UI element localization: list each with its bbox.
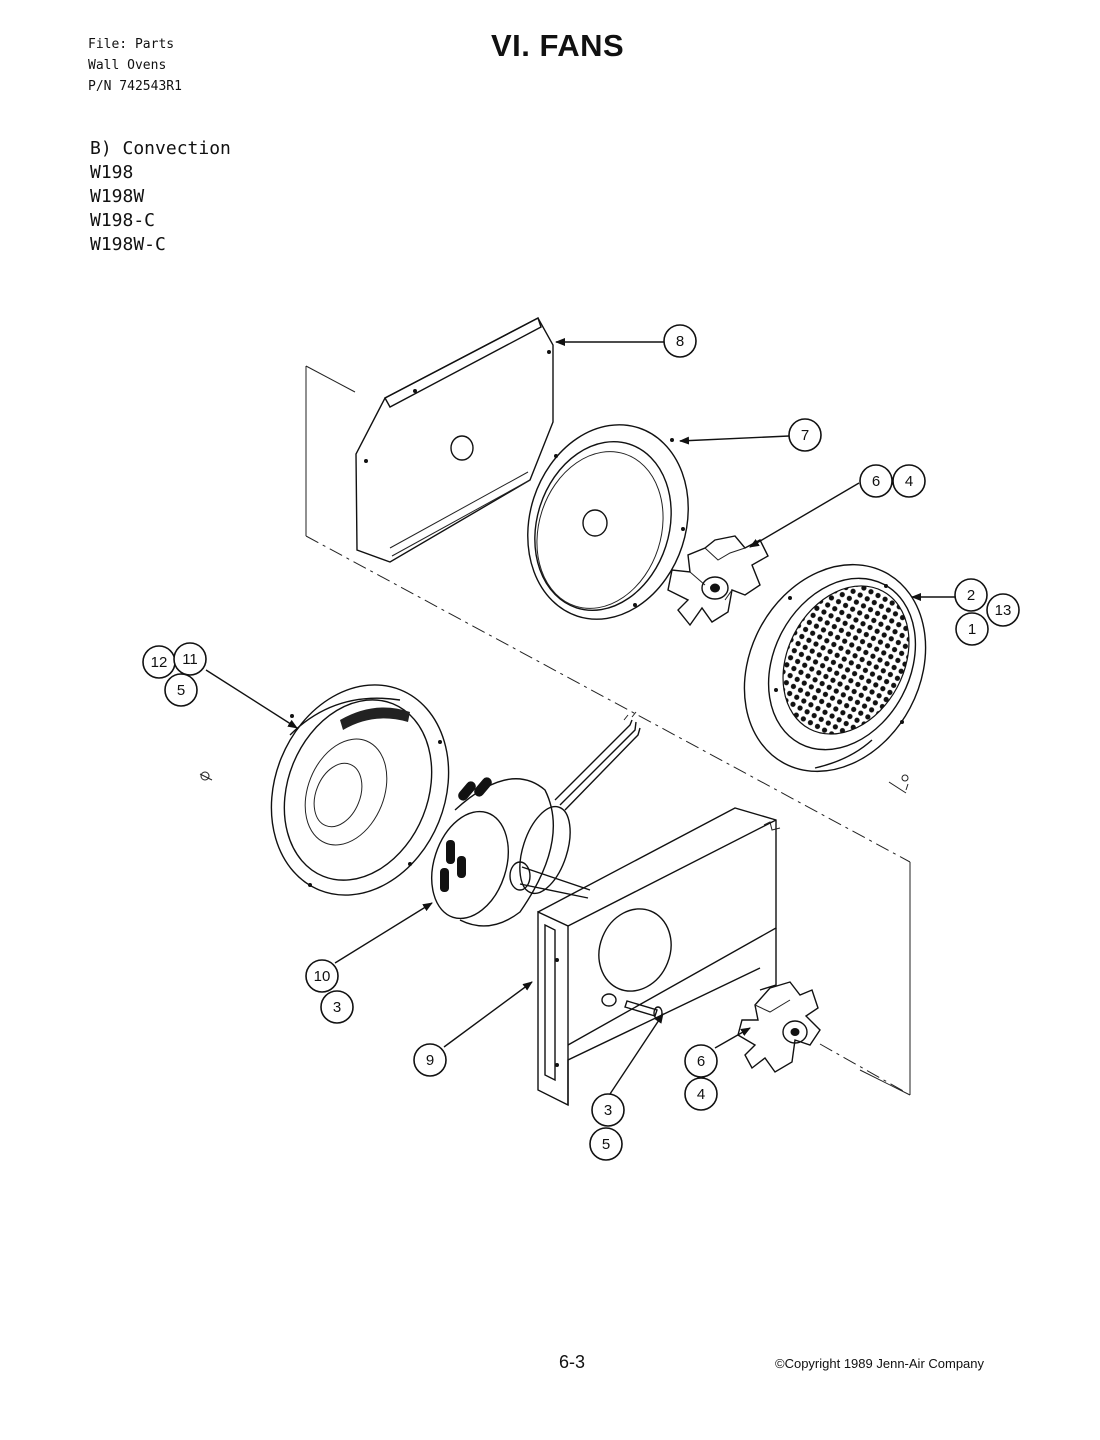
callout-1: 1: [955, 612, 989, 646]
callout-label: 7: [801, 427, 809, 444]
copyright-notice: ©Copyright 1989 Jenn-Air Company: [775, 1356, 985, 1371]
callout-8: 8: [663, 324, 697, 358]
callout-2: 2: [954, 578, 988, 612]
callout-label: 4: [905, 473, 913, 490]
callout-label: 10: [314, 968, 331, 985]
file-line-1: File: Parts: [88, 37, 175, 52]
callout-label: 3: [333, 999, 341, 1016]
gasket-ring: [527, 424, 689, 620]
oven-wall-outline: [305, 365, 911, 1096]
file-info: File: Parts Wall Ovens P/N 742543R1: [88, 34, 182, 97]
model-item: W198W-C: [90, 234, 166, 255]
callout-5-bottom: 5: [589, 1127, 623, 1161]
callout-7: 7: [788, 418, 822, 452]
callout-label: 6: [872, 473, 880, 490]
callout-label: 5: [177, 682, 185, 699]
callout-label: 12: [151, 654, 168, 671]
model-item: W198: [90, 162, 134, 183]
fan-shroud: [199, 684, 450, 896]
callout-label: 6: [697, 1053, 705, 1070]
file-line-2: Wall Ovens: [88, 58, 167, 73]
callout-label: 3: [604, 1102, 612, 1119]
callout-label: 1: [968, 621, 976, 638]
model-heading: B) Convection: [90, 138, 231, 159]
model-list: B) Convection W198 W198W W198-C W198W-C: [90, 137, 231, 257]
model-item: W198W: [90, 186, 145, 207]
callout-label: 11: [182, 651, 198, 668]
fan-blade-lower: [737, 981, 906, 1093]
file-line-3: P/N 742543R1: [88, 79, 182, 94]
callout-4-upper: 4: [892, 464, 926, 498]
mounting-plate: [355, 316, 554, 563]
fan-blade-upper: [667, 535, 769, 627]
callout-5-left: 5: [164, 673, 198, 707]
callout-3-bottom: 3: [591, 1093, 625, 1127]
callout-9: 9: [413, 1043, 447, 1077]
callout-label: 13: [995, 602, 1012, 619]
fan-motor: [431, 711, 641, 927]
callout-13: 13: [986, 593, 1020, 627]
callout-11: 11: [173, 642, 207, 676]
callout-label: 9: [426, 1052, 434, 1069]
model-item: W198-C: [90, 210, 156, 231]
callout-label: 2: [967, 587, 975, 604]
callout-label: 4: [697, 1086, 705, 1103]
callout-6-lower: 6: [684, 1044, 718, 1078]
callout-3-left: 3: [320, 990, 354, 1024]
callout-label: 8: [676, 333, 684, 350]
leader-lines: [205, 338, 955, 1095]
callout-12: 12: [142, 645, 176, 679]
callout-6-upper: 6: [859, 464, 893, 498]
page-title: VI. FANS: [491, 28, 625, 63]
motor-bracket: [537, 807, 781, 1107]
callout-4-lower: 4: [684, 1077, 718, 1111]
fan-guard: [743, 563, 927, 794]
callout-label: 5: [602, 1136, 610, 1153]
page-number: 6-3: [559, 1352, 586, 1372]
callout-10: 10: [305, 959, 339, 993]
